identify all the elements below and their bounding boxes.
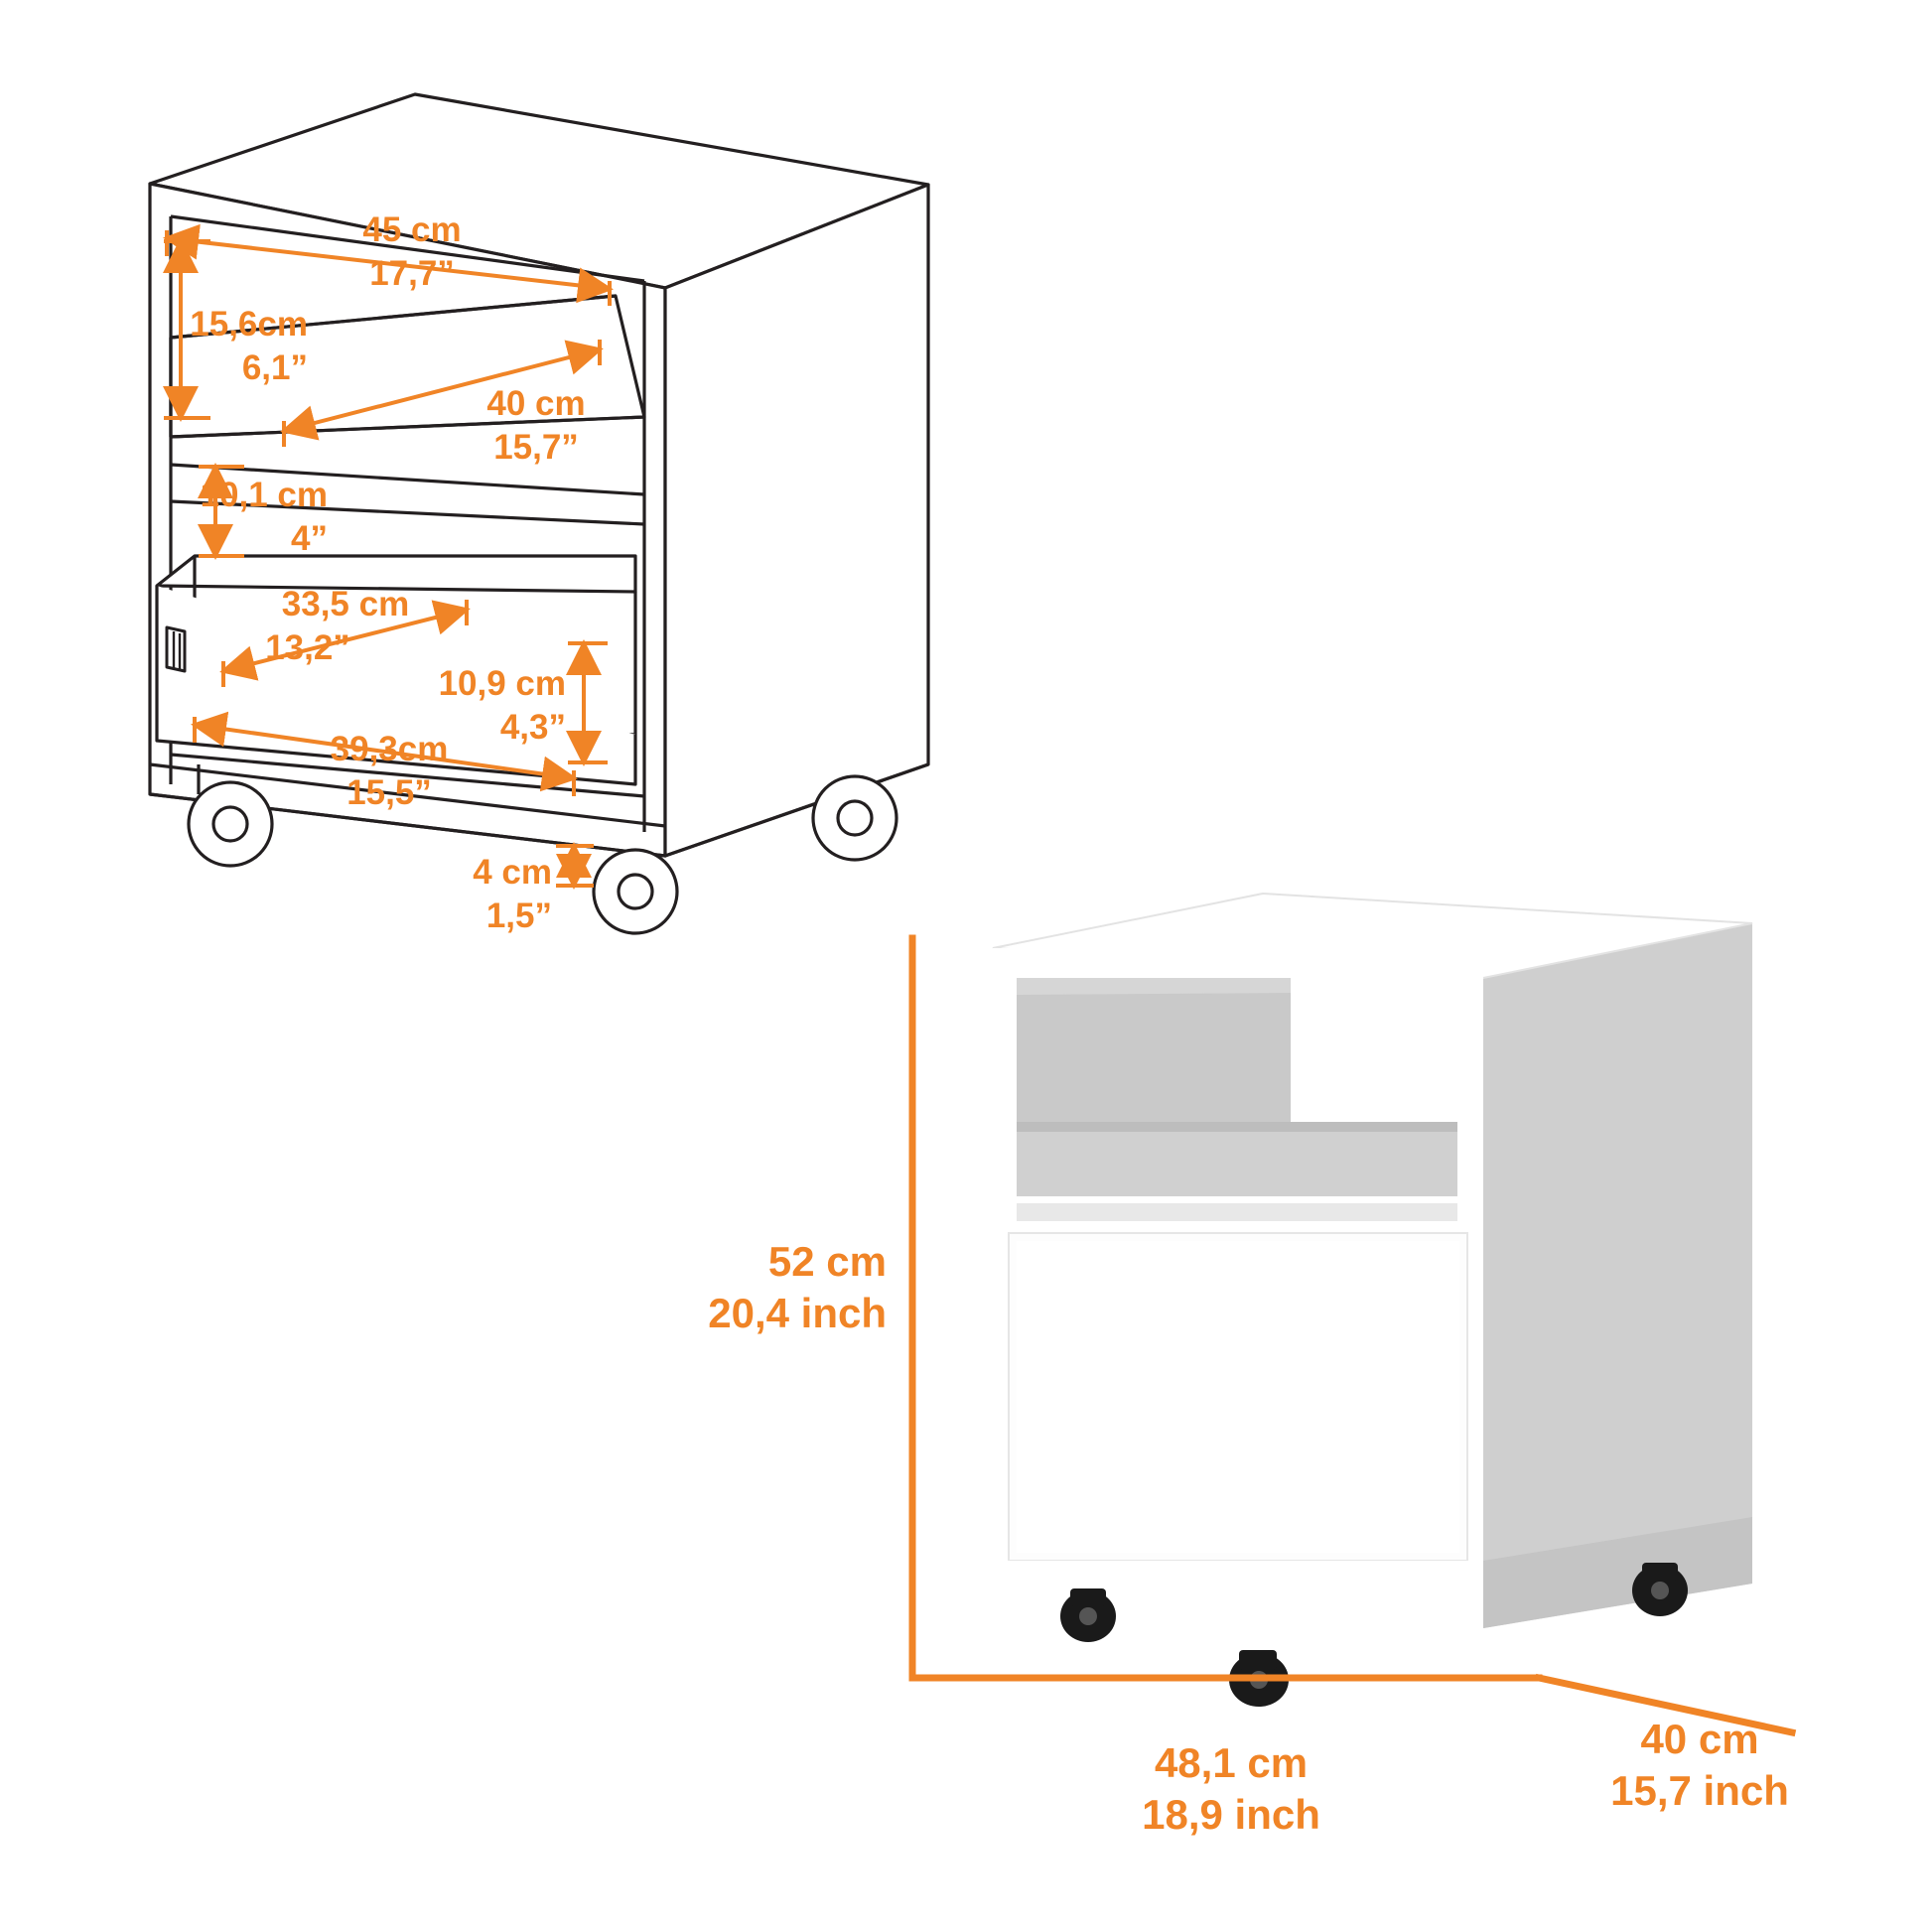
dimline-shelf-depth bbox=[280, 340, 604, 441]
label-drawer-depth-inch: 13,2” bbox=[265, 628, 350, 667]
label-overall-width-inch: 18,9 inch bbox=[1142, 1791, 1320, 1838]
dimline-drawer-depth bbox=[219, 600, 471, 681]
right-dimension-lines bbox=[908, 934, 1797, 1737]
label-drawer-inner-height-inch: 4,3” bbox=[500, 708, 566, 747]
right-product-render bbox=[992, 892, 1753, 1707]
product-right-side bbox=[1483, 923, 1752, 1628]
label-shelf-depth-inch: 15,7” bbox=[493, 428, 579, 467]
cubby-left-inner-wall bbox=[1017, 978, 1291, 1122]
label-caster-height-inch: 1,5” bbox=[486, 897, 552, 935]
product-bottom-rail-side bbox=[1483, 1517, 1752, 1628]
label-upper-height-cm: 15,6cm bbox=[190, 305, 308, 344]
left-dimension-lines bbox=[163, 223, 614, 890]
drawer-reveal-shadow bbox=[1017, 1203, 1457, 1221]
label-upper-height-inch: 6,1” bbox=[242, 348, 308, 387]
cubby-top-shadow bbox=[1017, 978, 1291, 995]
label-overall-width-cm: 48,1 cm bbox=[1155, 1739, 1308, 1786]
label-overall-height-inch: 20,4 inch bbox=[708, 1290, 887, 1336]
cubby-shelf-edge bbox=[1017, 1122, 1457, 1132]
dimline-height-and-width-corner bbox=[908, 934, 1543, 1682]
drawer-side-handle bbox=[165, 625, 187, 673]
label-lower-height-cm: 10,1 cm bbox=[201, 476, 328, 514]
cubby-shelf-surface bbox=[1017, 1122, 1457, 1196]
label-drawer-depth-cm: 33,5 cm bbox=[282, 585, 409, 623]
dimline-drawer-inner-width bbox=[191, 711, 578, 792]
mid-divider-line-2 bbox=[170, 499, 645, 526]
caster-right-back bbox=[811, 774, 898, 862]
label-overall-height-cm: 52 cm bbox=[768, 1238, 887, 1285]
label-top-width-inch: 17,7” bbox=[369, 254, 455, 293]
mid-divider-line bbox=[170, 463, 645, 496]
dimline-top-width bbox=[163, 223, 614, 304]
label-shelf-depth-cm: 40 cm bbox=[486, 384, 585, 423]
left-dimension-labels: 45 cm 17,7” 15,6cm 6,1” 40 cm 15,7” 10,1… bbox=[190, 210, 585, 935]
label-overall-depth-cm: 40 cm bbox=[1640, 1716, 1758, 1762]
caster-left-front bbox=[187, 764, 274, 868]
right-side-face bbox=[663, 183, 930, 858]
label-top-width-cm: 45 cm bbox=[362, 210, 461, 249]
label-drawer-inner-width-cm: 39,3cm bbox=[331, 730, 449, 768]
cubby-back-panel bbox=[1291, 978, 1457, 1122]
label-drawer-inner-height-cm: 10,9 cm bbox=[439, 664, 566, 703]
dimline-depth bbox=[1534, 1673, 1797, 1737]
drawer-top-rim bbox=[155, 554, 637, 594]
label-lower-height-inch: 4” bbox=[291, 519, 328, 558]
caster-front-center bbox=[592, 848, 679, 935]
drawer-front-inner bbox=[1017, 1241, 1459, 1553]
right-dimension-labels: 52 cm 20,4 inch 48,1 cm 18,9 inch 40 cm … bbox=[708, 1238, 1789, 1838]
label-drawer-inner-width-inch: 15,5” bbox=[346, 773, 432, 812]
label-caster-height-cm: 4 cm bbox=[473, 853, 552, 892]
label-overall-depth-inch: 15,7 inch bbox=[1610, 1767, 1789, 1814]
